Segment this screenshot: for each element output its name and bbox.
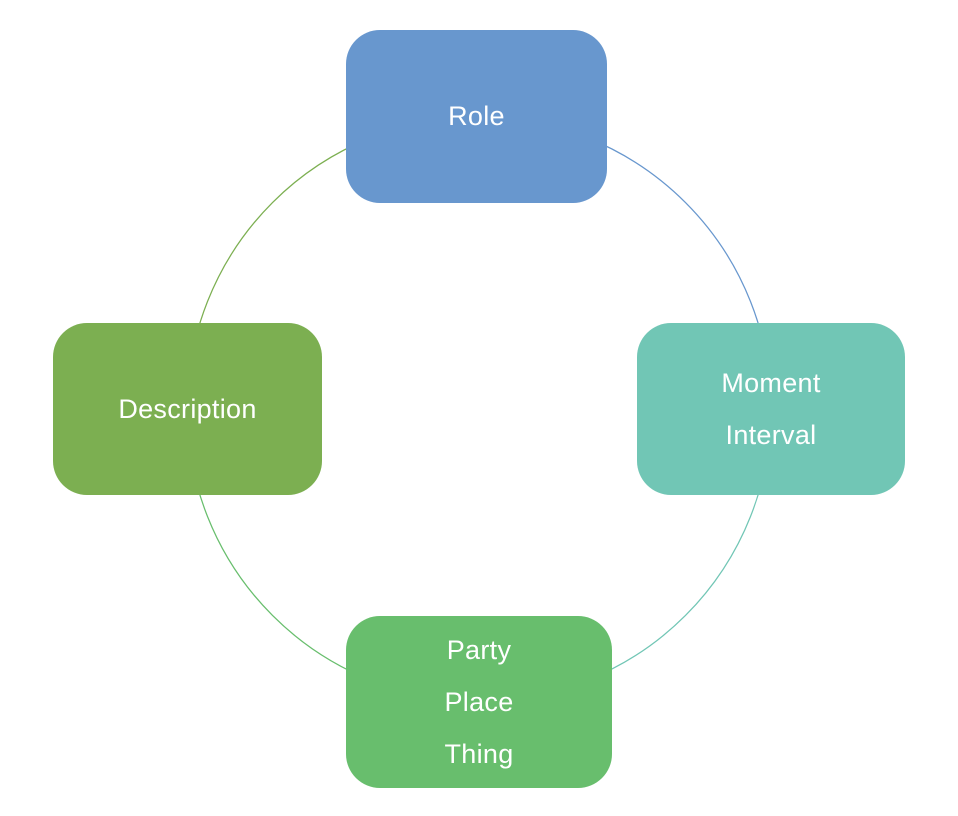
node-description[interactable]: Description xyxy=(53,323,322,495)
node-moment-interval-label-line2: Interval xyxy=(725,419,817,450)
node-role[interactable]: Role xyxy=(346,30,607,203)
node-party-place-thing-label-line2: Place xyxy=(444,686,514,717)
node-party-place-thing[interactable]: Party Place Thing xyxy=(346,616,612,788)
node-party-place-thing-label-line1: Party xyxy=(446,634,512,665)
node-description-label: Description xyxy=(118,393,257,424)
node-moment-interval-label-line1: Moment xyxy=(721,367,821,398)
node-party-place-thing-label-line3: Thing xyxy=(444,738,514,769)
node-moment-interval[interactable]: Moment Interval xyxy=(637,323,905,495)
node-role-label: Role xyxy=(448,101,505,131)
